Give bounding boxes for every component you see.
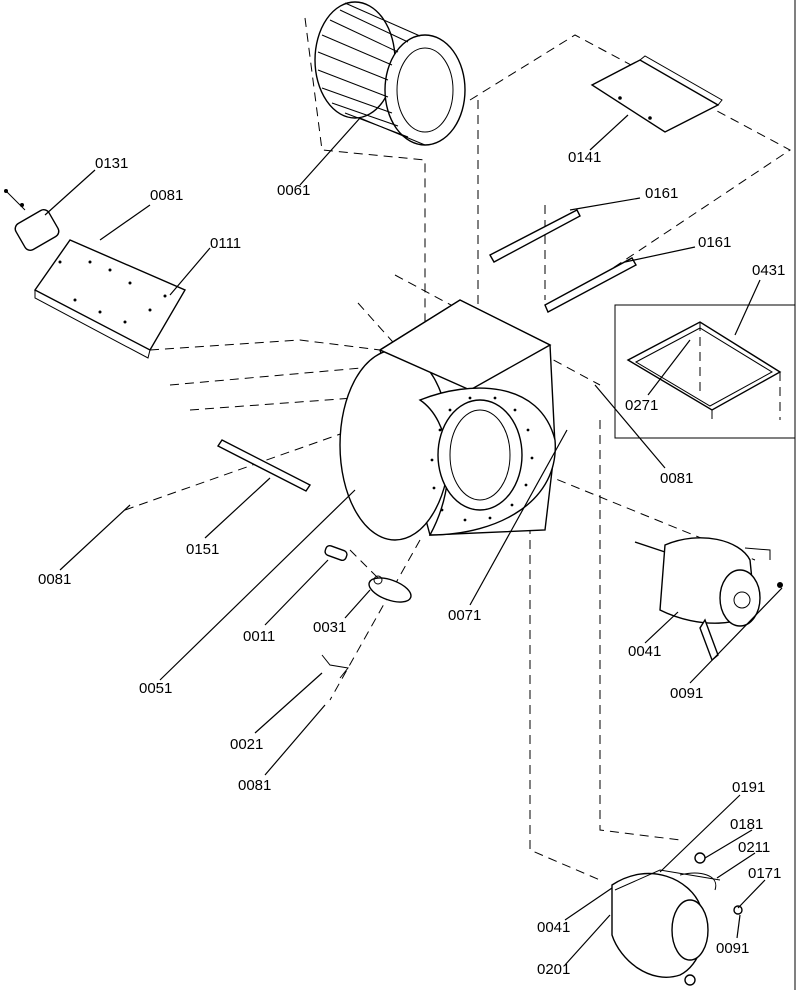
callout-0131: 0131 xyxy=(95,155,128,172)
callout-0041-bottom: 0041 xyxy=(537,919,570,936)
callout-0081-left: 0081 xyxy=(38,571,71,588)
callout-0431: 0431 xyxy=(752,262,785,279)
callout-0141: 0141 xyxy=(568,149,601,166)
callout-0031: 0031 xyxy=(313,619,346,636)
callout-0181: 0181 xyxy=(730,816,763,833)
callout-0071: 0071 xyxy=(448,607,481,624)
cutoff-plate xyxy=(590,55,723,133)
blower-wheel xyxy=(314,1,466,146)
callout-0271: 0271 xyxy=(625,397,658,414)
callout-0081-right: 0081 xyxy=(660,470,693,487)
blower-housing xyxy=(339,299,556,541)
callout-0091-top: 0091 xyxy=(670,685,703,702)
callout-0191: 0191 xyxy=(732,779,765,796)
control-panel xyxy=(33,239,187,359)
callout-0171: 0171 xyxy=(748,865,781,882)
callout-0051: 0051 xyxy=(139,680,172,697)
callout-0061: 0061 xyxy=(277,182,310,199)
callout-0111: 0111 xyxy=(210,235,241,252)
side-rails xyxy=(489,209,637,313)
callout-0161-a: 0161 xyxy=(645,185,678,202)
callout-0011: 0011 xyxy=(243,628,275,645)
bottom-rail xyxy=(216,439,312,492)
callout-0041-top: 0041 xyxy=(628,643,661,660)
callout-0151: 0151 xyxy=(186,541,219,558)
leader-lines xyxy=(44,114,783,966)
callout-0081-top: 0081 xyxy=(150,187,183,204)
callout-0161-b: 0161 xyxy=(698,234,731,251)
callout-0081-bottom: 0081 xyxy=(238,777,271,794)
capacitor xyxy=(4,189,60,251)
callout-0091-bottom: 0091 xyxy=(716,940,749,957)
small-parts xyxy=(321,544,412,679)
callout-0201: 0201 xyxy=(537,961,570,978)
callout-0211: 0211 xyxy=(738,839,770,856)
callout-labels: 0131 0081 0111 0061 0141 0161 0161 0431 … xyxy=(38,149,785,978)
inset-box xyxy=(614,304,796,439)
blower-motor xyxy=(634,537,783,662)
lower-motor xyxy=(611,852,743,986)
callout-0021: 0021 xyxy=(230,736,263,753)
